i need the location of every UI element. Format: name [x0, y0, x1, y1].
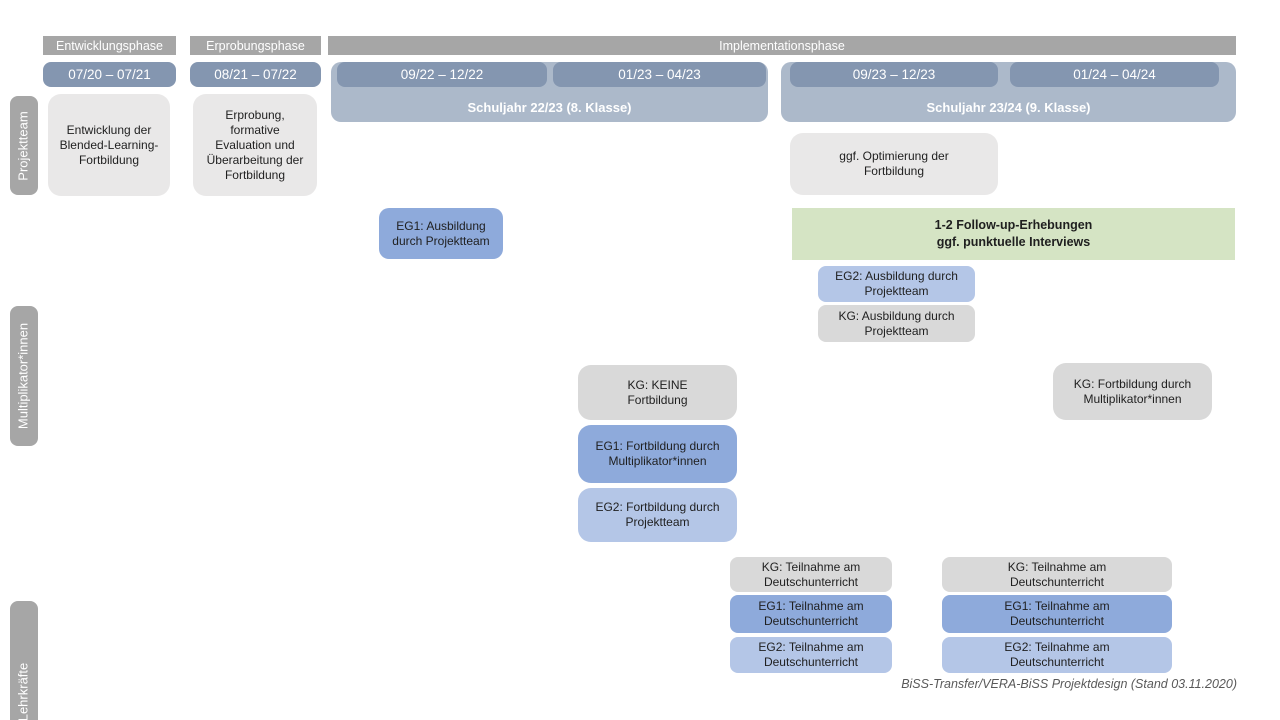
box-eg1-ausbildung: EG1: Ausbildung durch Projektteam — [379, 208, 503, 259]
schoolyear-label-2223: Schuljahr 22/23 (8. Klasse) — [467, 100, 632, 115]
phase-header-implementation: Implementationsphase — [328, 36, 1236, 55]
schoolyear-label-2324: Schuljahr 23/24 (9. Klasse) — [926, 100, 1091, 115]
box-eg2-teilnahme-1: EG2: Teilnahme am Deutschunterricht — [730, 637, 892, 673]
phase-header-entwicklung: Entwicklungsphase — [43, 36, 176, 55]
box-eg2-fortbildung: EG2: Fortbildung durch Projektteam — [578, 488, 737, 542]
row-label-multiplikatoren: Multiplikator*innen — [10, 306, 38, 446]
box-kg-teilnahme-2: KG: Teilnahme am Deutschunterricht — [942, 557, 1172, 592]
date-range-erprobung: 08/21 – 07/22 — [190, 62, 321, 87]
date-range-0922-1222: 09/22 – 12/22 — [337, 62, 547, 87]
box-eg1-teilnahme-1: EG1: Teilnahme am Deutschunterricht — [730, 595, 892, 633]
box-eg1-teilnahme-2: EG1: Teilnahme am Deutschunterricht — [942, 595, 1172, 633]
box-kg-keine-fortbildung: KG: KEINE Fortbildung — [578, 365, 737, 420]
box-erprobung-evaluation: Erprobung, formative Evaluation und Über… — [193, 94, 317, 196]
box-optimierung-fortbildung: ggf. Optimierung der Fortbildung — [790, 133, 998, 195]
box-followup-erhebungen: 1-2 Follow-up-Erhebungen ggf. punktuelle… — [792, 208, 1235, 260]
box-kg-teilnahme-1: KG: Teilnahme am Deutschunterricht — [730, 557, 892, 592]
box-eg2-teilnahme-2: EG2: Teilnahme am Deutschunterricht — [942, 637, 1172, 673]
box-kg-fortbildung-multiplikatoren: KG: Fortbildung durch Multiplikator*inne… — [1053, 363, 1212, 420]
box-kg-ausbildung: KG: Ausbildung durch Projektteam — [818, 305, 975, 342]
date-range-0923-1223: 09/23 – 12/23 — [790, 62, 998, 87]
footer-caption: BiSS-Transfer/VERA-BiSS Projektdesign (S… — [901, 677, 1237, 691]
date-range-entwicklung: 07/20 – 07/21 — [43, 62, 176, 87]
date-range-0124-0424: 01/24 – 04/24 — [1010, 62, 1219, 87]
date-range-0123-0423: 01/23 – 04/23 — [553, 62, 766, 87]
box-entwicklung-fortbildung: Entwicklung der Blended-Learning-Fortbil… — [48, 94, 170, 196]
row-label-projektteam: Projektteam — [10, 96, 38, 195]
box-eg1-fortbildung: EG1: Fortbildung durch Multiplikator*inn… — [578, 425, 737, 483]
phase-header-erprobung: Erprobungsphase — [190, 36, 321, 55]
box-eg2-ausbildung: EG2: Ausbildung durch Projektteam — [818, 266, 975, 302]
row-label-lehrkraefte: Lehrkräfte — [10, 601, 38, 720]
